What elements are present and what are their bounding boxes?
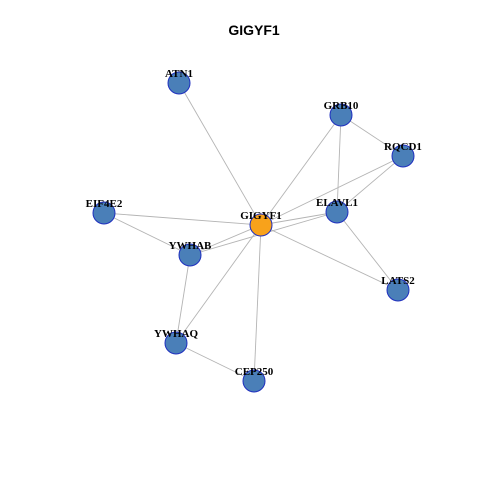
- edge-gigyf1-elavl1: [260, 211, 338, 226]
- diagram-title: GIGYF1: [228, 22, 280, 38]
- node-label-rqcd1: RQCD1: [384, 141, 422, 153]
- node-eif4e2: [92, 201, 116, 225]
- nodes-layer: [92, 71, 415, 393]
- edge-ywhab-ywhaq: [175, 254, 191, 344]
- edge-rqcd1-elavl1: [336, 155, 404, 213]
- edge-gigyf1-cep250: [253, 224, 262, 382]
- edge-gigyf1-rqcd1: [260, 155, 404, 226]
- edge-gigyf1-atn1: [178, 82, 262, 226]
- node-lats2: [386, 278, 410, 302]
- node-ywhaq: [164, 331, 188, 355]
- node-gigyf1: [249, 213, 273, 237]
- node-grb10: [329, 103, 353, 127]
- node-label-atn1: ATN1: [165, 68, 193, 80]
- node-label-gigyf1: GIGYF1: [240, 210, 282, 222]
- node-label-ywhaq: YWHAQ: [154, 328, 198, 340]
- node-ywhab: [178, 243, 202, 267]
- node-label-eif4e2: EIF4E2: [86, 198, 123, 210]
- node-label-ywhab: YWHAB: [169, 240, 212, 252]
- node-elavl1: [325, 200, 349, 224]
- node-rqcd1: [391, 144, 415, 168]
- node-atn1: [167, 71, 191, 95]
- edge-elavl1-lats2: [336, 211, 399, 291]
- edge-grb10-elavl1: [336, 114, 342, 213]
- edge-grb10-rqcd1: [340, 114, 404, 157]
- edge-gigyf1-grb10: [260, 114, 342, 226]
- node-cep250: [242, 369, 266, 393]
- edge-gigyf1-ywhab: [189, 224, 262, 256]
- node-label-grb10: GRB10: [324, 100, 359, 112]
- edge-ywhaq-cep250: [175, 342, 255, 382]
- edge-eif4e2-ywhab: [103, 212, 191, 256]
- node-label-cep250: CEP250: [235, 366, 274, 378]
- edge-gigyf1-eif4e2: [103, 212, 262, 226]
- node-label-lats2: LATS2: [381, 275, 415, 287]
- edge-gigyf1-ywhaq: [175, 224, 262, 344]
- edge-gigyf1-lats2: [260, 224, 399, 291]
- node-label-elavl1: ELAVL1: [316, 197, 358, 209]
